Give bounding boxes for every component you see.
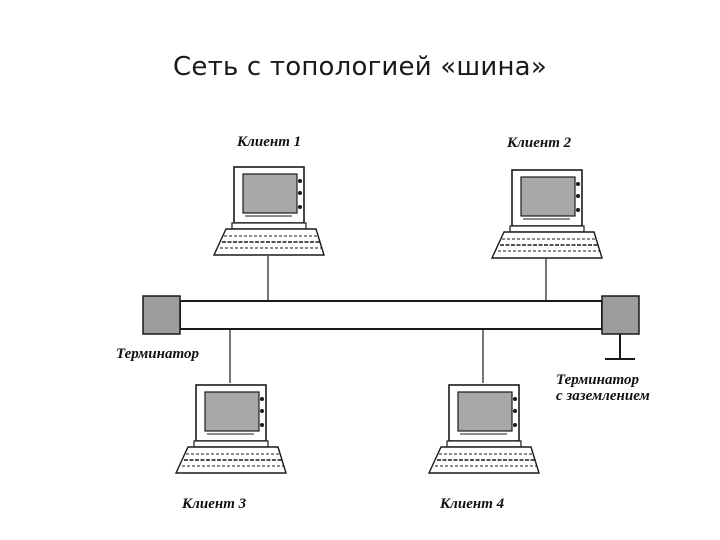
computer-client-1-icon <box>213 166 325 256</box>
terminator-right <box>601 295 640 335</box>
page-title: Сеть с топологией «шина» <box>173 52 547 82</box>
client-4-label: Клиент 4 <box>440 496 505 512</box>
computer-client-4-icon <box>428 384 540 474</box>
computer-client-3-icon <box>175 384 287 474</box>
computer-client-2-icon <box>491 169 603 259</box>
ground-icon <box>605 334 635 360</box>
client-2-label: Клиент 2 <box>507 135 572 151</box>
terminator-left <box>142 295 181 335</box>
client-1-label: Клиент 1 <box>237 134 302 150</box>
grounded-terminator-label-line1: Терминатор <box>556 372 639 388</box>
client-3-label: Клиент 3 <box>182 496 247 512</box>
bus-cable <box>179 300 603 330</box>
grounded-terminator-label-line2: с заземлением <box>556 388 650 404</box>
terminator-label: Терминатор <box>116 346 199 362</box>
